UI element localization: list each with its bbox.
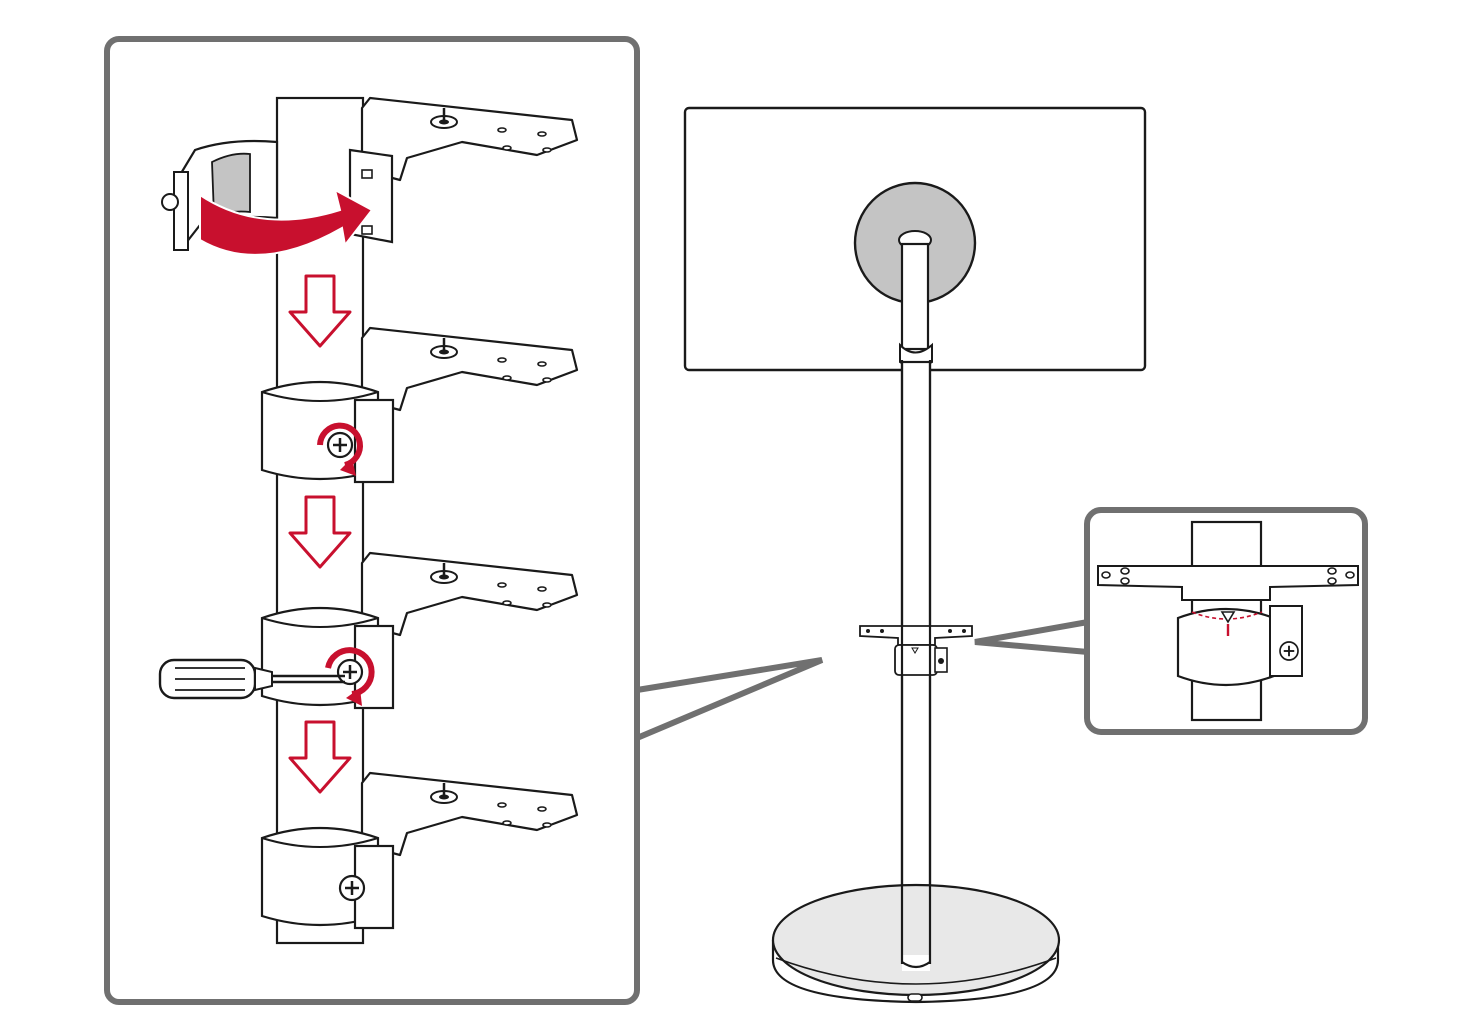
step-3-screwdriver <box>158 551 579 710</box>
detail-callout-pointer <box>635 657 824 741</box>
zoom-callout-pointer <box>974 619 1089 655</box>
screw-icon <box>338 874 366 902</box>
rotate-clockwise-icon <box>317 422 363 476</box>
screwdriver-icon <box>158 658 345 700</box>
triangle-marker-icon <box>1220 611 1236 624</box>
step-4-assembled <box>260 771 579 930</box>
monitor-stand <box>683 106 1147 1004</box>
detail-panel <box>104 36 640 1005</box>
stand-base <box>771 360 1061 1004</box>
zoom-panel <box>1084 507 1368 735</box>
screw-icon <box>1279 641 1299 661</box>
curved-arrow-icon <box>199 188 374 256</box>
rotate-clockwise-icon <box>325 647 375 706</box>
step-2-hand-tighten <box>260 326 579 484</box>
small-clamp <box>859 625 973 676</box>
